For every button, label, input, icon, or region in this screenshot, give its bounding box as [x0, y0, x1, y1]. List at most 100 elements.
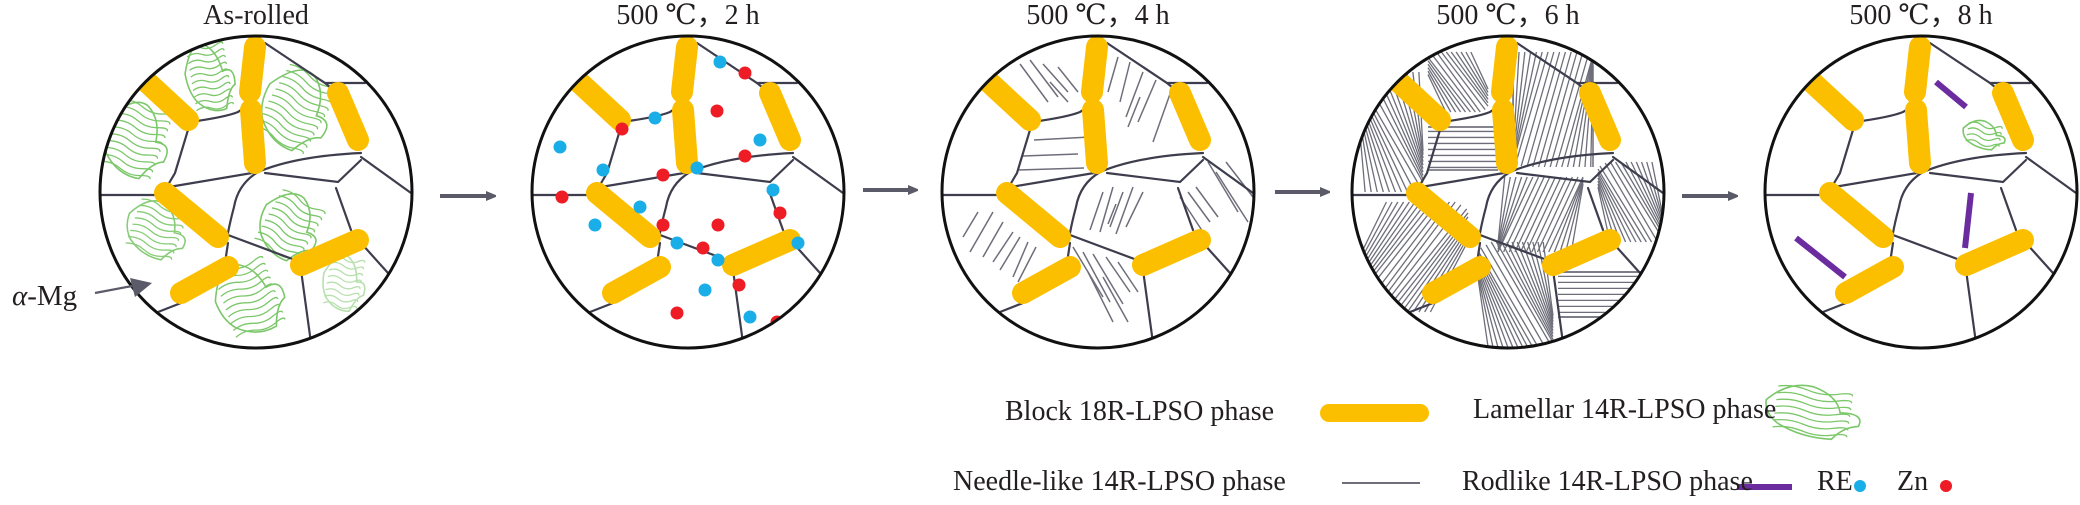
- lamellar-stripe: [235, 317, 286, 338]
- lamellar-stripe: [190, 68, 229, 78]
- needle-14r-phase: [1570, 184, 1584, 253]
- needle-14r-phase: [1187, 191, 1211, 223]
- needle-14r-phase: [1450, 51, 1489, 104]
- lamellar-stripe: [261, 112, 312, 142]
- alpha-mg-arrow-head: [130, 278, 152, 297]
- legend-re-dot: [1854, 480, 1866, 492]
- needle-14r-phase: [1620, 161, 1664, 235]
- needle-14r-phase: [1012, 241, 1029, 278]
- grain-boundary: [1201, 155, 1254, 195]
- grain-boundary: [226, 170, 260, 235]
- grain-boundary: [226, 233, 297, 262]
- needle-14r-phase: [1099, 186, 1114, 233]
- needle-region: [1427, 51, 1489, 113]
- panel-t6h: [1350, 34, 1666, 350]
- needle-14r-phase: [999, 236, 1021, 271]
- needle-14r-phase: [1506, 241, 1554, 337]
- needle-14r-phase: [1495, 241, 1554, 343]
- lamellar-stripe: [132, 223, 180, 242]
- needle-14r-phase: [1536, 176, 1573, 253]
- needle-14r-phase: [1137, 79, 1157, 123]
- lamellar-stripe: [328, 268, 363, 277]
- panel-title-as-rolled: As-rolled: [203, 0, 309, 31]
- needle-14r-phase: [1152, 93, 1171, 143]
- lamellar-stripe: [268, 213, 312, 239]
- block-18r-phase: [327, 82, 369, 151]
- lamellar-stripe: [192, 81, 231, 92]
- zn-atom: [773, 206, 787, 220]
- process-arrows: [440, 190, 1730, 196]
- needle-14r-phase: [992, 231, 1014, 263]
- block-18r-phase: [1835, 256, 1904, 304]
- grain-boundary: [2024, 155, 2077, 195]
- grain-boundary: [1921, 151, 2028, 174]
- lamellar-stripe: [275, 88, 326, 118]
- needle-14r-phase: [1412, 228, 1469, 313]
- needle-14r-phase: [1127, 96, 1141, 128]
- lamellar-stripe: [195, 95, 234, 105]
- lamellar-stripe: [254, 125, 304, 155]
- lamellar-stripe: [1775, 405, 1851, 417]
- block-18r-phase: [1012, 256, 1081, 304]
- block-18r-phase: [1579, 82, 1621, 151]
- block-18r-phase: [1389, 72, 1451, 131]
- block-18r-phase: [1802, 72, 1864, 131]
- block-18r-phase: [1904, 36, 1931, 103]
- needle-14r-phase: [1109, 191, 1124, 228]
- grain-boundary: [1551, 268, 1565, 345]
- panel-circle: [530, 34, 846, 350]
- needle-14r-phase: [1119, 61, 1131, 103]
- lamellar-stripe: [278, 82, 329, 112]
- needle-14r-phase: [1477, 274, 1495, 348]
- block-18r-phase: [240, 99, 266, 174]
- needle-region: [1558, 271, 1643, 318]
- lamellar-stripe: [264, 219, 309, 245]
- re-atom: [711, 253, 725, 267]
- panel-contents: [1765, 36, 2077, 345]
- re-atom: [743, 310, 757, 324]
- needle-14r-phase: [1512, 51, 1538, 162]
- needle-14r-phase: [1105, 256, 1131, 293]
- grain-boundary: [1891, 233, 1962, 262]
- block-18r-phase: [1542, 229, 1621, 276]
- block-18r-phase: [722, 229, 801, 276]
- needle-14r-phase: [1520, 51, 1555, 167]
- needle-14r-phase: [1549, 52, 1584, 168]
- needle-region: [1597, 161, 1664, 243]
- lamellar-stripe: [193, 88, 232, 98]
- lamellar-stripe: [115, 119, 166, 139]
- grain-boundary: [359, 155, 412, 195]
- zn-atom: [615, 122, 629, 136]
- needle-14r-phase: [1521, 241, 1554, 328]
- lamellar-stripe: [105, 146, 156, 166]
- grain-boundary: [1928, 158, 2028, 184]
- needle-14r-phase: [1543, 51, 1578, 168]
- grain-boundary: [263, 158, 363, 184]
- needle-14r-phase: [1019, 63, 1049, 103]
- needle-14r-phase: [1460, 51, 1489, 97]
- re-atom: [753, 133, 767, 147]
- panel-title-2h: 500 ℃，2 h: [616, 0, 760, 31]
- needle-14r-phase: [1640, 161, 1664, 223]
- zn-atom: [738, 66, 752, 80]
- block-18r-phase: [1819, 182, 1894, 248]
- lamellar-stripe: [324, 294, 359, 303]
- lamellar-stripe: [1776, 398, 1852, 411]
- grain-boundary: [299, 268, 313, 345]
- block-18r-phase: [996, 182, 1071, 248]
- needle-14r-phase: [1572, 58, 1594, 168]
- needle-14r-phase: [1477, 277, 1490, 348]
- lamellar-stripe: [107, 140, 159, 159]
- panels: [98, 34, 2079, 350]
- needle-14r-phase: [1555, 53, 1590, 168]
- needle-14r-phase: [1542, 241, 1554, 316]
- lamellar-stripe: [127, 236, 175, 254]
- needle-14r-phase: [1477, 268, 1505, 348]
- lamellar-stripe: [187, 54, 226, 65]
- grain-boundary: [161, 170, 260, 190]
- lamellar-stripe: [191, 75, 230, 85]
- needle-14r-phase: [1427, 70, 1452, 113]
- lamellar-stripe: [1966, 133, 2001, 142]
- legend-label-zn: Zn: [1897, 466, 1929, 497]
- panel-contents: [100, 36, 412, 345]
